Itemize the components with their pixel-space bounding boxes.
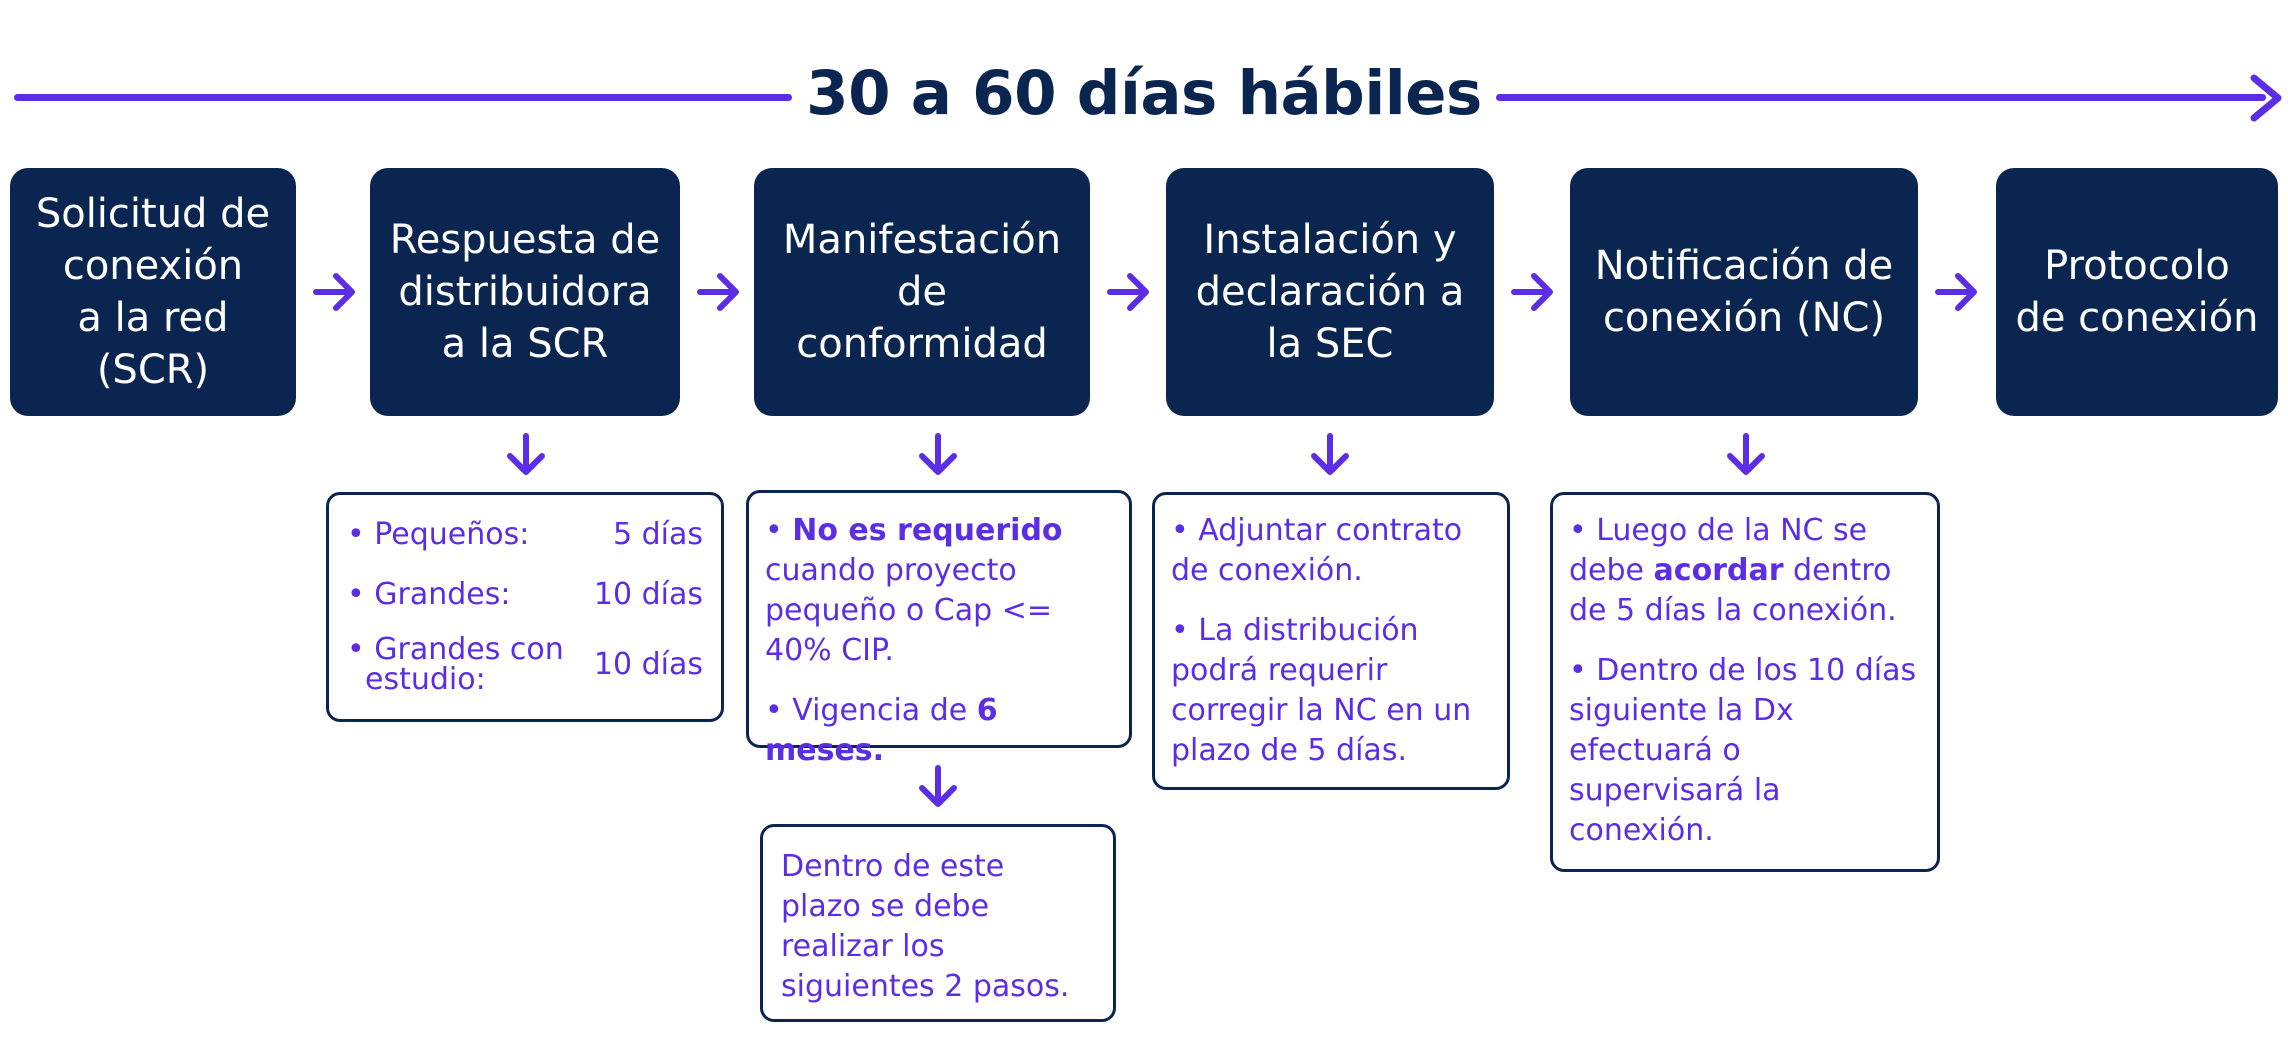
step-line: Notificación de	[1594, 243, 1894, 289]
conformity-bullet-1: • No es requerido cuando proyecto pequeñ…	[765, 511, 1115, 671]
step-line: (SCR)	[96, 347, 210, 393]
notification-line: efectuará o	[1569, 733, 1741, 768]
notification-line: conexión.	[1569, 813, 1714, 848]
arrow-right-icon	[697, 273, 739, 311]
step-line: distribuidora	[398, 269, 652, 315]
step-installation: Instalación y declaración a la SEC	[1166, 168, 1494, 416]
response-times-card: • Pequeños: 5 días • Grandes: 10 días • …	[326, 492, 724, 722]
installation-line: • Adjuntar contrato	[1171, 513, 1463, 548]
installation-line: corregir la NC en un	[1171, 693, 1472, 728]
arrow-down-icon	[919, 433, 957, 475]
arrow-down-icon	[1727, 433, 1765, 475]
conformity-validity-text: • Vigencia de	[765, 693, 977, 728]
note-line: plazo se debe	[781, 889, 990, 924]
step-line: conexión	[62, 243, 244, 289]
response-value: 5 días	[612, 517, 703, 552]
step-line: a la SCR	[441, 321, 609, 367]
note-line: siguientes 2 pasos.	[781, 969, 1070, 1004]
conformity-bold: No es requerido	[792, 513, 1063, 548]
timeline-line-left	[14, 94, 792, 101]
arrow-down-icon	[1311, 433, 1349, 475]
note-line: Dentro de este	[781, 849, 1005, 884]
installation-line: de conexión.	[1171, 553, 1363, 588]
response-label-line: • Grandes con	[347, 632, 564, 667]
response-value: 10 días	[593, 577, 703, 612]
notification-line: de 5 días la conexión.	[1569, 593, 1897, 628]
notification-line: supervisará la	[1569, 773, 1781, 808]
conformity-line: 40% CIP.	[765, 633, 894, 668]
step-connection-notification: Notificación de conexión (NC)	[1570, 168, 1918, 416]
response-label: • Grandes con estudio:	[347, 635, 564, 695]
arrow-down-icon	[919, 765, 957, 807]
step-connection-protocol: Protocolo de conexión	[1996, 168, 2278, 416]
response-row-large: • Grandes: 10 días	[347, 575, 703, 615]
response-value: 10 días	[593, 647, 703, 682]
timeline-line-right	[1496, 94, 2266, 101]
installation-line: • La distribución	[1171, 613, 1419, 648]
step-line: Manifestación	[782, 217, 1062, 263]
step-line: Solicitud de	[35, 191, 271, 237]
step-line: de	[897, 269, 947, 315]
timeline-arrow-head-icon	[2250, 74, 2282, 122]
notification-card: • Luego de la NC se debe acordar dentro …	[1550, 492, 1940, 872]
notification-line: • Dentro de los 10 días	[1569, 653, 1917, 688]
notification-line: debe acordar dentro	[1569, 551, 1925, 591]
step-connection-request: Solicitud de conexión a la red (SCR)	[10, 168, 296, 416]
arrow-right-icon	[313, 273, 355, 311]
installation-card: • Adjuntar contrato de conexión. • La di…	[1152, 492, 1510, 790]
conformity-line: cuando proyecto	[765, 553, 1017, 588]
response-label-line: estudio:	[365, 662, 486, 697]
step-conformity: Manifestación de conformidad	[754, 168, 1090, 416]
step-line: Respuesta de	[389, 217, 661, 263]
notification-text: debe	[1569, 553, 1654, 588]
step-line: conexión (NC)	[1602, 295, 1886, 341]
step-line: declaración a	[1195, 269, 1465, 315]
installation-line: plazo de 5 días.	[1171, 733, 1407, 768]
notification-bold: acordar	[1653, 553, 1784, 588]
timeline-title: 30 a 60 días hábiles	[806, 58, 1482, 129]
step-line: a la red	[77, 295, 229, 341]
arrow-right-icon	[1935, 273, 1977, 311]
response-label: • Pequeños:	[347, 517, 530, 552]
response-label: • Grandes:	[347, 577, 511, 612]
conformity-note-card: Dentro de este plazo se debe realizar lo…	[760, 824, 1116, 1022]
response-row-large-study: • Grandes con estudio: 10 días	[347, 635, 703, 695]
step-line: Instalación y	[1203, 217, 1457, 263]
response-row-small: • Pequeños: 5 días	[347, 515, 703, 555]
arrow-right-icon	[1511, 273, 1553, 311]
conformity-validity-bold: 6 meses.	[765, 693, 998, 768]
notification-text: dentro	[1783, 553, 1892, 588]
step-line: la SEC	[1266, 321, 1394, 367]
step-line: conformidad	[796, 321, 1048, 367]
step-line: Protocolo	[2044, 243, 2230, 289]
step-distributor-response: Respuesta de distribuidora a la SCR	[370, 168, 680, 416]
conformity-bullet-2: • Vigencia de 6 meses.	[765, 691, 1115, 771]
notification-line: • Luego de la NC se	[1569, 513, 1868, 548]
installation-line: podrá requerir	[1171, 653, 1388, 688]
step-line: de conexión	[2015, 295, 2259, 341]
bullet-mark: •	[765, 513, 783, 548]
notification-line: siguiente la Dx	[1569, 693, 1794, 728]
conformity-card: • No es requerido cuando proyecto pequeñ…	[746, 490, 1132, 768]
arrow-down-icon	[507, 433, 545, 475]
conformity-line: pequeño o Cap <=	[765, 593, 1052, 628]
note-line: realizar los	[781, 929, 945, 964]
arrow-right-icon	[1107, 273, 1149, 311]
